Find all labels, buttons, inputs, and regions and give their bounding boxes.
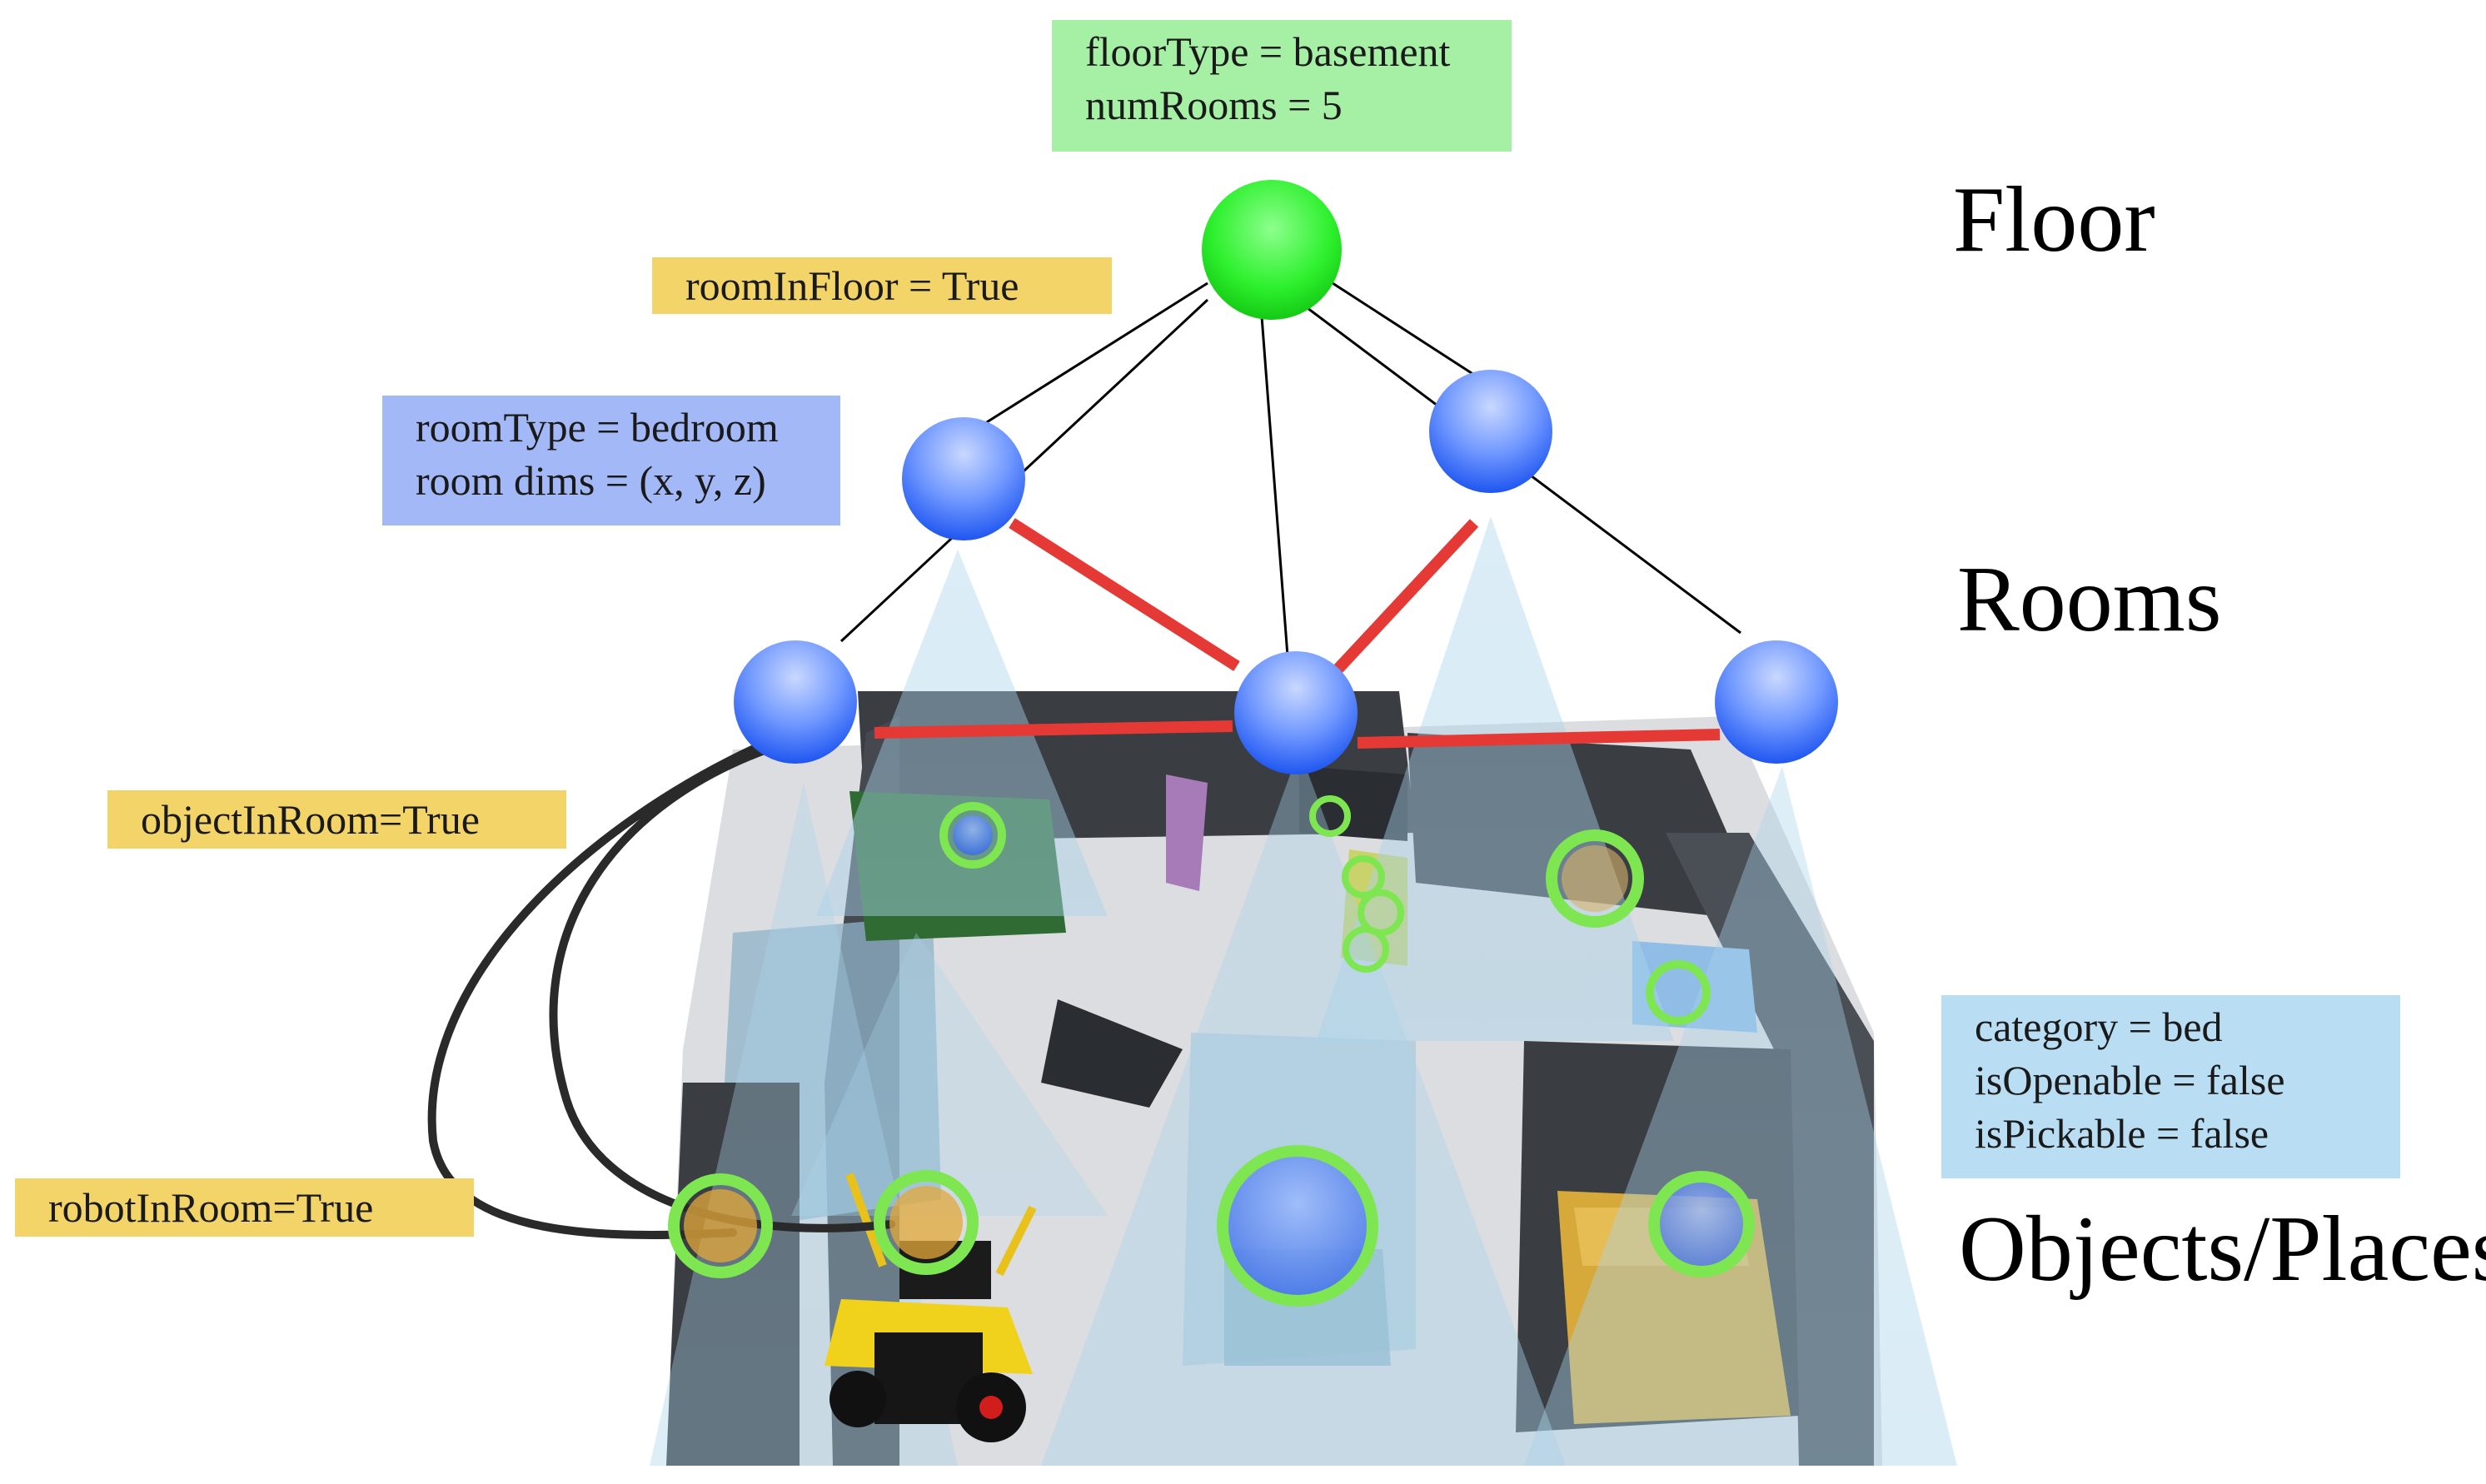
object-node	[1217, 1145, 1378, 1307]
robot-in-room-label: robotInRoom=True	[15, 1178, 474, 1237]
room-node	[1429, 370, 1552, 493]
room-node	[902, 417, 1025, 540]
object-node	[1309, 795, 1351, 837]
object-node	[668, 1173, 773, 1278]
room-dims-text: room dims = (x, y, z)	[416, 457, 766, 504]
object-node	[1646, 960, 1711, 1025]
floor-attributes-box: floorType = basement numRooms = 5	[1052, 20, 1512, 152]
room-attributes-box: roomType = bedroom room dims = (x, y, z)	[382, 396, 840, 525]
num-rooms-text: numRooms = 5	[1085, 82, 1343, 128]
is-pickable-text: isPickable = false	[1975, 1110, 2269, 1157]
object-node	[1546, 829, 1644, 928]
object-attributes-box: category = bed isOpenable = false isPick…	[1941, 995, 2400, 1178]
is-openable-text: isOpenable = false	[1975, 1057, 2285, 1103]
object-node	[939, 802, 1006, 869]
level-title-floor: Floor	[1953, 168, 2155, 271]
room-type-text: roomType = bedroom	[416, 404, 779, 451]
level-title-rooms: Rooms	[1957, 548, 2222, 651]
floor-type-text: floorType = basement	[1085, 28, 1451, 75]
room-in-floor-label: roomInFloor = True	[652, 257, 1112, 314]
room-node	[1715, 640, 1838, 764]
robot-in-room-text: robotInRoom=True	[48, 1184, 374, 1231]
object-in-room-text: objectInRoom=True	[141, 796, 480, 843]
object-node	[1342, 855, 1385, 899]
floor-node	[1202, 180, 1342, 320]
room-node	[734, 640, 857, 764]
category-text: category = bed	[1975, 1003, 2223, 1050]
level-title-objects-places: Objects/Places	[1959, 1198, 2486, 1301]
object-node	[1343, 926, 1389, 973]
object-nodes	[668, 795, 1755, 1307]
room-in-floor-text: roomInFloor = True	[685, 262, 1019, 309]
object-node	[1648, 1171, 1755, 1277]
room-adjacency-edges	[874, 518, 1721, 749]
object-node	[874, 1170, 979, 1275]
room-nodes	[734, 370, 1838, 774]
room-node	[1234, 651, 1358, 774]
object-in-room-label: objectInRoom=True	[107, 790, 566, 849]
